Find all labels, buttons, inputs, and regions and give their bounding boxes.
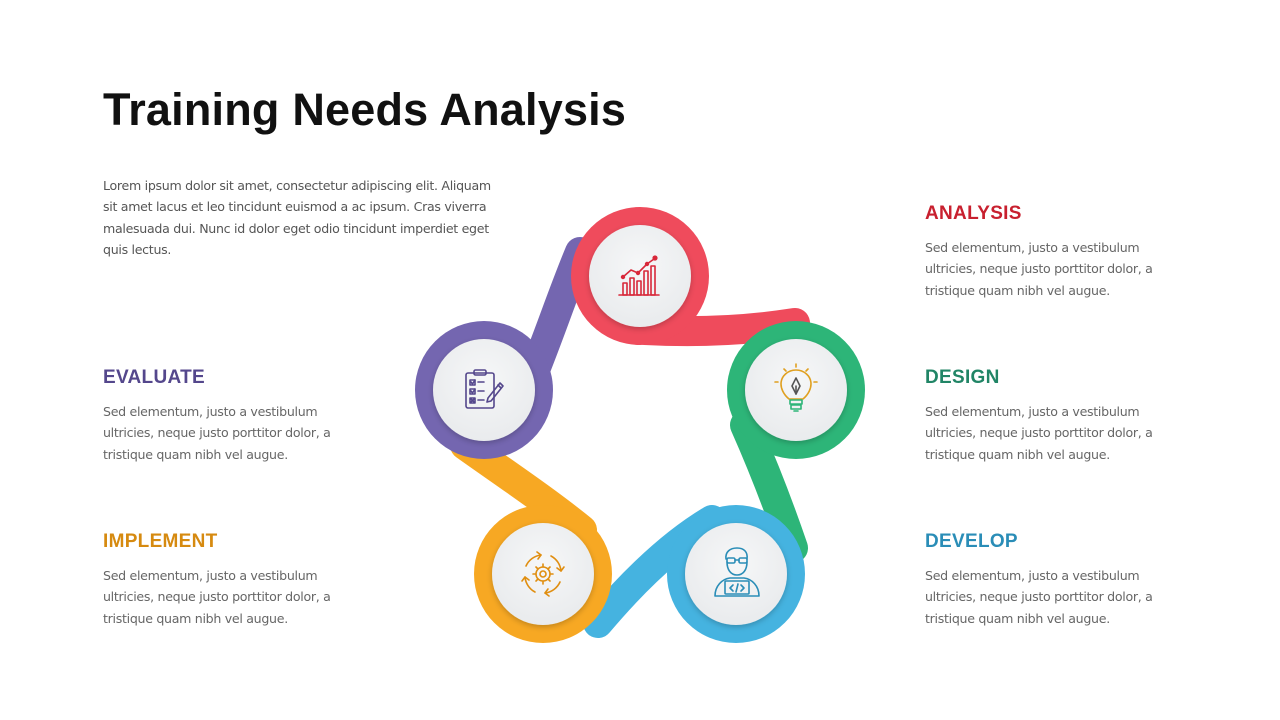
stage-analysis-label: ANALYSIS [925, 203, 1022, 224]
stage-design-text: Sed elementum, justo a vestibulum ultric… [925, 404, 1153, 462]
stage-analysis-text: Sed elementum, justo a vestibulum ultric… [925, 240, 1153, 298]
stage-design: DESIGN Sed elementum, justo a vestibulum… [925, 367, 1175, 465]
node-implement [474, 505, 612, 643]
stage-implement-text: Sed elementum, justo a vestibulum ultric… [103, 568, 331, 626]
stage-develop: DEVELOP Sed elementum, justo a vestibulu… [925, 531, 1175, 629]
gear-cycle-icon [521, 551, 565, 597]
bar-chart-icon [618, 255, 660, 296]
page-title: Training Needs Analysis [103, 84, 627, 135]
stage-analysis: ANALYSIS Sed elementum, justo a vestibul… [925, 203, 1175, 301]
stage-develop-label: DEVELOP [925, 531, 1018, 552]
stage-develop-text: Sed elementum, justo a vestibulum ultric… [925, 568, 1153, 626]
node-analysis [571, 207, 709, 345]
intro-paragraph: Lorem ipsum dolor sit amet, consectetur … [103, 178, 491, 257]
stage-implement-label: IMPLEMENT [103, 531, 218, 552]
node-develop [667, 505, 805, 643]
checklist-icon [465, 369, 504, 409]
node-evaluate [415, 321, 553, 459]
stage-evaluate-label: EVALUATE [103, 367, 205, 388]
lightbulb-pen-icon [774, 363, 818, 412]
stage-design-label: DESIGN [925, 367, 1000, 388]
stage-implement: IMPLEMENT Sed elementum, justo a vestibu… [103, 531, 353, 629]
developer-icon [714, 547, 760, 597]
stage-evaluate-text: Sed elementum, justo a vestibulum ultric… [103, 404, 331, 462]
stage-evaluate: EVALUATE Sed elementum, justo a vestibul… [103, 367, 353, 465]
